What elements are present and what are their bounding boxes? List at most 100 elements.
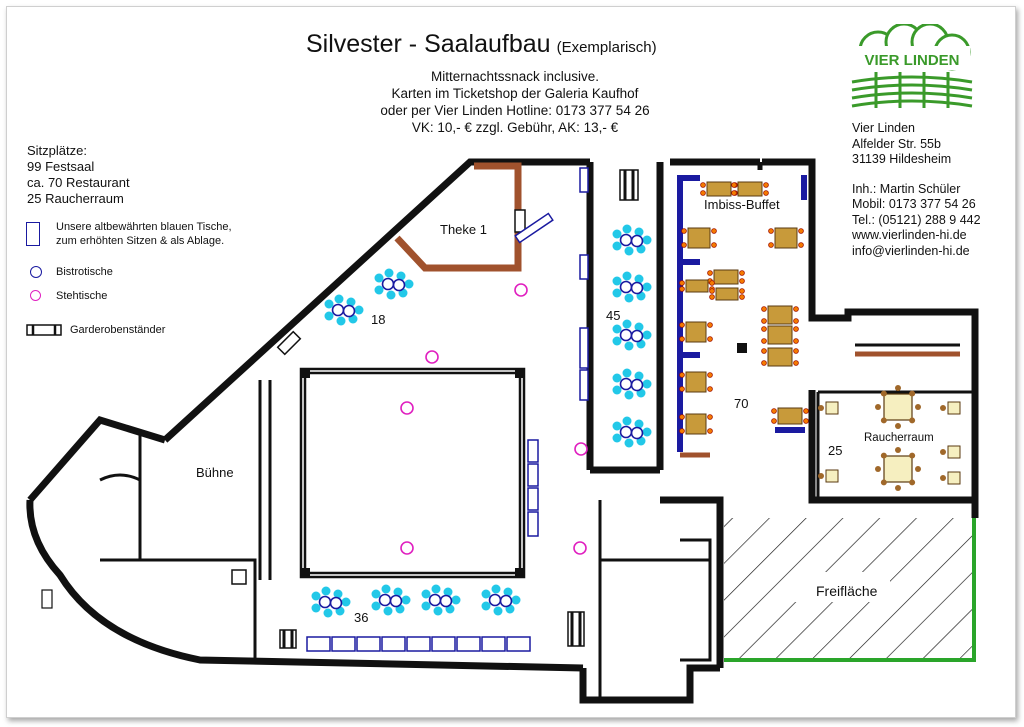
- smoking-small-table: [940, 401, 961, 415]
- seats-line: 99 Festsaal: [27, 159, 95, 174]
- buffet-table: [761, 305, 799, 325]
- smoking-small-table: [940, 471, 961, 485]
- buffet-table: [771, 407, 809, 425]
- bistro-cluster: [374, 268, 414, 300]
- info-line: Mitternachtssnack inclusive.: [430, 69, 600, 84]
- buffet-table: [761, 325, 799, 345]
- standing-table: [574, 442, 588, 456]
- event-info: Mitternachtssnack inclusive. Karten im T…: [330, 68, 700, 136]
- bistro-clusters: [311, 224, 652, 618]
- blue-table: [381, 636, 406, 652]
- legend-wardrobe: Garderobenständer: [70, 324, 166, 336]
- vier-linden-logo: VIER LINDEN: [851, 24, 973, 108]
- bistro-table-icon: [30, 266, 42, 278]
- buffet-table: [679, 371, 713, 393]
- outdoor-border: [724, 518, 976, 662]
- bistro-cluster: [421, 584, 461, 616]
- contact-line: Inh.: Martin Schüler: [852, 181, 961, 196]
- seat-count-70: 70: [734, 396, 749, 411]
- bistro-cluster: [612, 416, 652, 448]
- standing-table: [400, 401, 414, 415]
- standing-table: [425, 350, 439, 364]
- seat-count-18: 18: [371, 312, 386, 327]
- blue-table-icon: [26, 222, 40, 246]
- blue-table: [356, 636, 381, 652]
- seats-heading: Sitzplätze:: [27, 143, 87, 158]
- bistro-cluster: [324, 294, 364, 326]
- title-suffix: (Exemplarisch): [556, 39, 657, 56]
- buffet-table: [731, 181, 769, 197]
- smoking-small-table: [940, 445, 961, 459]
- buffet-table: [709, 287, 745, 301]
- info-line: Karten im Ticketshop der Galeria Kaufhof: [391, 86, 639, 101]
- contact-line[interactable]: info@vierlinden-hi.de: [852, 243, 970, 258]
- buffet-table: [768, 227, 804, 249]
- wardrobe-racks: [276, 169, 639, 649]
- bistro-cluster: [612, 271, 652, 303]
- address-block: Vier Linden Alfelder Str. 55b 31139 Hild…: [852, 121, 981, 259]
- legend-blue-tables: Unsere altbewährten blauen Tische, zum e…: [56, 221, 232, 247]
- hall-frame: [299, 367, 526, 579]
- wardrobe-icon: [26, 324, 62, 336]
- legend-bistro: Bistrotische: [56, 266, 113, 278]
- bistro-cluster: [612, 368, 652, 400]
- seat-count-36: 36: [354, 610, 369, 625]
- standing-table-icon: [30, 290, 41, 301]
- contact-line: Tel.: (05121) 288 9 442: [852, 212, 981, 227]
- blue-table: [506, 636, 531, 652]
- smoking-small-table: [818, 401, 839, 415]
- buffet-table: [761, 347, 799, 367]
- contact-line: Mobil: 0173 377 54 26: [852, 197, 976, 211]
- buffet-table: [679, 279, 715, 293]
- bistro-cluster: [311, 586, 351, 618]
- standing-table: [573, 541, 587, 555]
- standing-table: [400, 541, 414, 555]
- inner-walls: [99, 343, 975, 700]
- buffet-table: [679, 413, 713, 435]
- smoking-table: [875, 385, 921, 429]
- blue-table: [431, 636, 456, 652]
- info-line: VK: 10,- € zzgl. Gebühr, AK: 13,- €: [411, 120, 619, 135]
- room-label-smoking: Raucherraum: [864, 432, 934, 444]
- address-line: Vier Linden: [852, 121, 916, 135]
- pillars: [300, 368, 525, 578]
- seats-line: 25 Raucherraum: [27, 191, 124, 206]
- seat-summary: Sitzplätze: 99 Festsaal ca. 70 Restauran…: [27, 143, 130, 207]
- blue-tall-tables: [514, 167, 589, 537]
- blue-table: [331, 636, 356, 652]
- seat-count-45: 45: [606, 308, 621, 323]
- blue-table: [306, 636, 331, 652]
- buffet-tables: [679, 181, 809, 435]
- standing-tables: [400, 283, 588, 555]
- room-label-buffet: Imbiss-Buffet: [704, 197, 780, 212]
- contact-line[interactable]: www.vierlinden-hi.de: [852, 228, 967, 242]
- buffet-table: [681, 227, 717, 249]
- address-line: 31139 Hildesheim: [852, 152, 952, 166]
- seats-line: ca. 70 Restaurant: [27, 175, 130, 190]
- outer-walls: [26, 158, 979, 704]
- bistro-cluster: [371, 584, 411, 616]
- room-label-stage: Bühne: [196, 465, 234, 480]
- blue-table: [456, 636, 481, 652]
- bistro-cluster: [612, 319, 652, 351]
- blue-table: [481, 636, 506, 652]
- logo-text: VIER LINDEN: [864, 52, 959, 69]
- bistro-cluster: [481, 584, 521, 616]
- page-title: Silvester - Saalaufbau(Exemplarisch): [306, 30, 657, 58]
- buffet-table: [679, 321, 713, 343]
- blue-table: [406, 636, 431, 652]
- room-label-bar: Theke 1: [440, 222, 487, 237]
- smoking-tables: [818, 385, 961, 491]
- smoking-table: [875, 447, 921, 491]
- standing-table: [514, 283, 528, 297]
- address-line: Alfelder Str. 55b: [852, 136, 941, 151]
- room-label-outdoor: Freifläche: [816, 583, 878, 599]
- bar-counter: [394, 162, 522, 272]
- buffet-walls: [677, 175, 807, 452]
- info-line: oder per Vier Linden Hotline: 0173 377 5…: [380, 103, 650, 118]
- legend-stand: Stehtische: [56, 290, 108, 302]
- seat-count-25: 25: [828, 443, 843, 458]
- bottom-blue-row: [306, 636, 531, 652]
- smoking-small-table: [818, 469, 839, 483]
